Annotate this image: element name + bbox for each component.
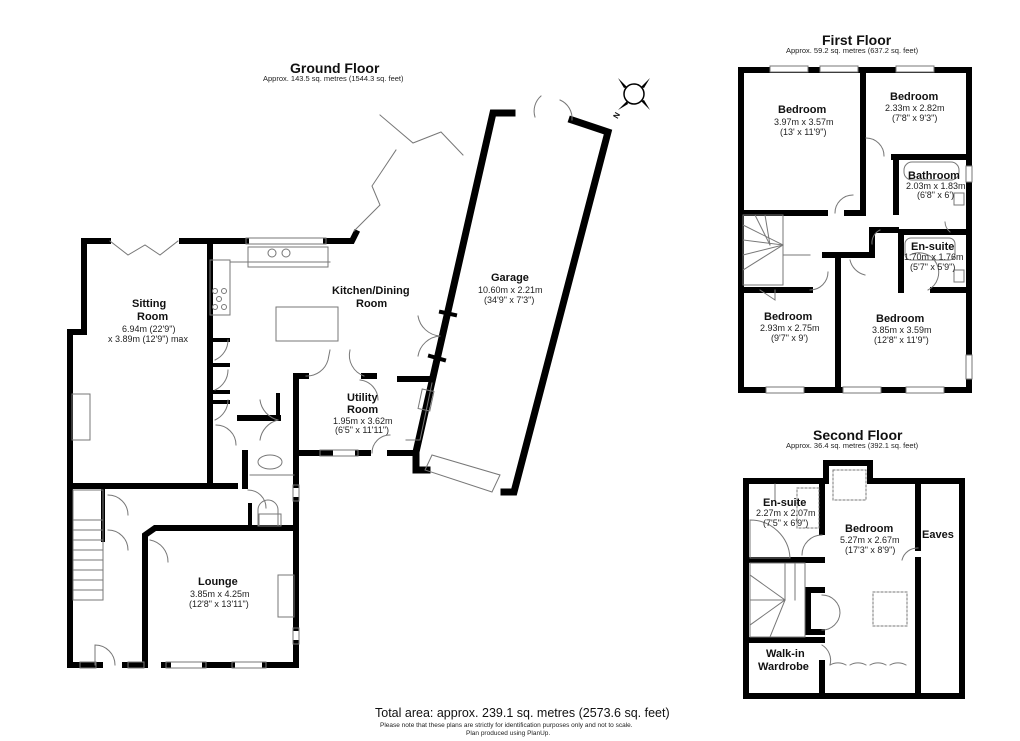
room-name: Room [347, 404, 379, 416]
first-floor-fixtures [742, 65, 973, 394]
first-floor-title: First Floor [822, 32, 892, 48]
room-dimensions: (6'5" x 11'11") [335, 425, 390, 435]
room-name: Room [137, 311, 169, 323]
garage-walls [412, 109, 613, 496]
room-dimensions: (17'3" x 8'9") [845, 545, 896, 555]
second-floor-area: Approx. 36.4 sq. metres (392.1 sq. feet) [786, 441, 919, 450]
second-floor-fixtures [749, 469, 919, 666]
room-name: Kitchen/Dining [332, 285, 410, 297]
room-name: Wardrobe [758, 661, 809, 673]
kitchen-island [275, 306, 339, 342]
room-dimensions: x 3.89m (12'9") max [108, 334, 188, 344]
room-dimensions: 2.27m x 2.07m [756, 508, 816, 518]
room-name: Bedroom [890, 91, 939, 103]
room-name: Room [356, 298, 388, 310]
room-dimensions: (13' x 11'9") [780, 127, 827, 137]
room-name: Bedroom [764, 311, 813, 323]
ground-floor-fixtures [71, 95, 573, 669]
room-name: Bathroom [908, 170, 960, 182]
room-name: Bedroom [845, 523, 894, 535]
room-dimensions: 2.93m x 2.75m [760, 323, 820, 333]
room-dimensions: (12'8" x 11'9") [874, 335, 929, 345]
room-name: Bedroom [876, 313, 925, 325]
room-name: Lounge [198, 576, 238, 588]
disclaimer-note: Please note that these plans are strictl… [380, 722, 633, 729]
second-floor-walls [743, 460, 965, 699]
room-dimensions: (34'9" x 7'3") [484, 295, 535, 305]
room-dimensions: (9'7" x 9') [771, 333, 809, 343]
room-dimensions: 3.85m x 3.59m [872, 325, 932, 335]
room-dimensions: 6.94m (22'9") [122, 324, 176, 334]
ground-floor-area: Approx. 143.5 sq. metres (1544.3 sq. fee… [263, 74, 404, 83]
room-dimensions: (7'8" x 9'3") [892, 113, 938, 123]
room-name: Utility [347, 392, 378, 404]
produced-by-note: Plan produced using PlanUp. [466, 730, 551, 737]
room-dimensions: (7'5" x 6'9") [763, 518, 809, 528]
room-name: Garage [491, 272, 529, 284]
room-name: En-suite [763, 497, 807, 509]
ground-floor-title: Ground Floor [290, 60, 380, 76]
room-name: Sitting [132, 298, 167, 310]
room-dimensions: 1.70m x 1.76m [904, 252, 964, 262]
room-name: Bedroom [778, 104, 827, 116]
room-dimensions: 2.03m x 1.83m [906, 181, 966, 191]
room-dimensions: 3.85m x 4.25m [190, 589, 250, 599]
room-dimensions: 1.95m x 3.62m [333, 416, 393, 426]
room-name: Walk-in [766, 648, 805, 660]
room-dimensions: 3.97m x 3.57m [774, 117, 834, 127]
compass-icon [618, 78, 650, 110]
room-dimensions: 2.33m x 2.82m [885, 103, 945, 113]
first-floor-area: Approx. 59.2 sq. metres (637.2 sq. feet) [786, 46, 919, 55]
room-dimensions: 5.27m x 2.67m [840, 535, 900, 545]
room-name: Eaves [922, 529, 954, 541]
room-dimensions: (5'7" x 5'9") [910, 262, 956, 272]
room-dimensions: 10.60m x 2.21m [478, 285, 543, 295]
total-area: Total area: approx. 239.1 sq. metres (25… [375, 706, 670, 720]
room-name: En-suite [911, 241, 955, 253]
ground-floor-walls [67, 228, 433, 668]
room-dimensions: (6'8" x 6') [917, 190, 955, 200]
second-floor-title: Second Floor [813, 427, 903, 443]
room-dimensions: (12'8" x 13'11") [189, 599, 249, 609]
